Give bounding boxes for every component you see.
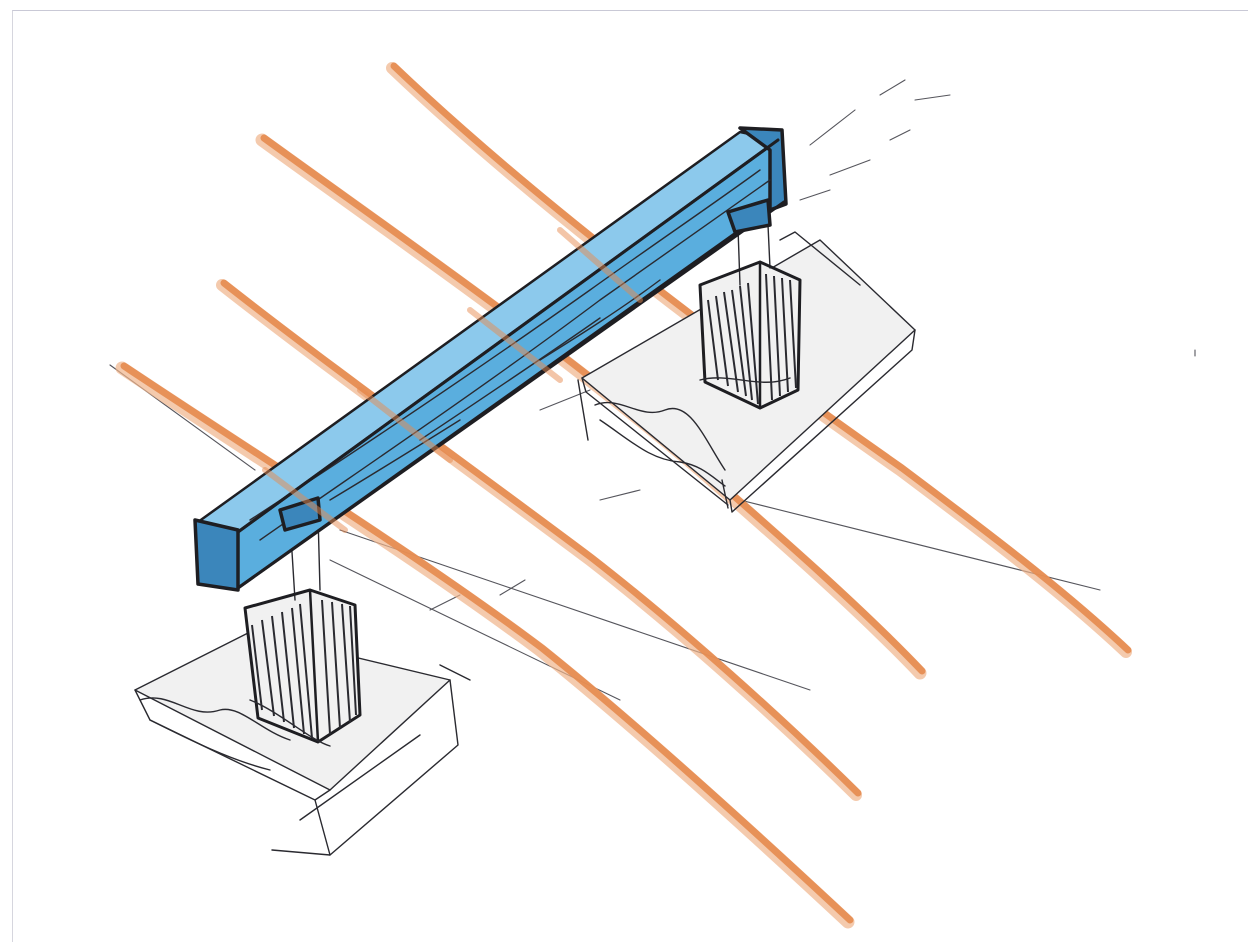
joists-over-beam — [262, 227, 643, 533]
pier-left — [243, 514, 362, 747]
pier-right — [698, 224, 802, 410]
joist-4 — [120, 362, 854, 924]
joist-3 — [220, 279, 862, 797]
drawing-frame — [12, 10, 1248, 942]
joist-1 — [390, 62, 1132, 654]
beam — [193, 126, 788, 592]
